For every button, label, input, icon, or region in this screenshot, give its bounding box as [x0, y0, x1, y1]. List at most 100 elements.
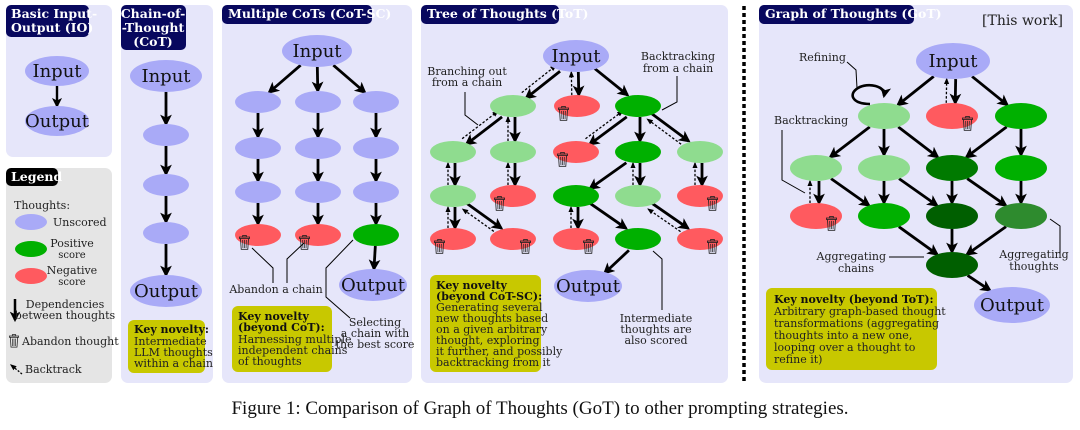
thought-node-sc-out	[339, 269, 407, 301]
cot-title-line3: (CoT)	[133, 34, 172, 49]
thought-node-t-c22	[615, 185, 661, 207]
edges-layer	[51, 64, 1027, 292]
tot-title-text: Tree of Thoughts (ToT)	[427, 6, 588, 21]
tot-input-label: Input	[551, 46, 601, 67]
dependency-edge-g-f-g-agg	[898, 225, 940, 256]
got-key-text-1: Arbitrary graph-based thought	[773, 305, 946, 318]
cotsc-key-text-2: independent chains	[238, 344, 348, 357]
tot-key-title-2: (beyond CoT-SC):	[436, 290, 542, 303]
legend-unscored-label: Unscored	[53, 216, 107, 229]
thought-node-t-a112	[490, 228, 536, 250]
thought-node-t-out	[554, 270, 622, 302]
cotsc-key-title-2: (beyond CoT):	[238, 321, 325, 334]
cotsc-title: Multiple CoTs (CoT-SC)	[222, 5, 391, 24]
dependency-edge-t-c22-t-c221	[651, 202, 691, 230]
cot-key-title: Key novelty:	[134, 323, 209, 336]
thought-node-g-agg	[926, 252, 978, 278]
dependency-edge-t-c212-t-out	[602, 249, 630, 275]
tot-key-text-3: on a given arbitrary	[436, 323, 548, 336]
legend: Legend Thoughts: Unscored Positive score…	[6, 168, 119, 376]
backtrack-edge-t-c3-t-c	[646, 118, 685, 148]
thought-node-sc-in	[282, 35, 352, 67]
abandon-chain-annotation: Abandon a chain	[228, 283, 322, 296]
thought-node-t-a1	[430, 141, 476, 163]
thought-node-sc-2-4	[353, 224, 399, 246]
thought-node-t-a111	[430, 228, 476, 250]
thought-node-t-c221	[677, 228, 723, 250]
backtrack-edge-t-a112-t-a11	[461, 208, 498, 235]
tot-key-text-5: it further, and possibly	[436, 345, 563, 358]
dependency-edge-g-a-g-d	[897, 125, 940, 159]
thought-node-sc-2-3	[353, 181, 399, 203]
legend-title-badge	[6, 168, 58, 186]
cot-title-line1: Chain-of-	[121, 6, 186, 21]
select-chain-annotation-1: Selecting	[349, 316, 401, 329]
thought-node-io-out	[25, 106, 89, 136]
io-title-line1: Basic Input-	[11, 6, 97, 21]
cot-title: Chain-of- -Thought (CoT)	[121, 5, 186, 50]
thought-node-sc-0-2	[235, 137, 281, 159]
dependency-edge-t-in-t-c	[593, 67, 630, 97]
thought-node-sc-2-2	[353, 137, 399, 159]
thought-node-g-g	[926, 203, 978, 229]
cotsc-title-text: Multiple CoTs (CoT-SC)	[228, 6, 391, 21]
thought-node-t-c212	[615, 228, 661, 250]
thought-node-g-a2	[858, 155, 910, 181]
refining-loop-arrow	[851, 83, 892, 106]
thought-node-g-b	[926, 103, 978, 129]
backtrack-edge-t-c221-t-c22	[647, 208, 685, 235]
dependency-edge-g-a-g-a1	[828, 125, 871, 159]
cotsc-input-label: Input	[292, 41, 342, 62]
got-title-text: Graph of Thoughts (GoT)	[765, 6, 942, 21]
agg-thoughts-annotation-2: thoughts	[1009, 260, 1059, 273]
cotsc-key-novelty-box: Key novelty (beyond CoT): Harnessing mul…	[232, 306, 351, 372]
thought-node-g-d	[926, 155, 978, 181]
thought-node-cot-in	[130, 60, 202, 92]
got-key-text-4: looping over a thought to	[774, 341, 916, 354]
thought-node-cot-2	[143, 174, 189, 196]
tot-key-text-4: thought, exploring	[436, 334, 540, 347]
cotsc-key-text-3: of thoughts	[238, 355, 302, 368]
dependency-edge-sc-in-sc-2-1	[332, 64, 367, 94]
thought-node-t-c3	[677, 141, 723, 163]
select-chain-annotation-2: a chain with	[341, 327, 409, 340]
legend-positive-label-2: score	[58, 250, 86, 261]
thought-node-t-c1	[553, 141, 599, 163]
thought-node-t-c211	[553, 228, 599, 250]
dependency-edge-g-c-g-d	[964, 125, 1008, 159]
legend-positive-swatch	[15, 241, 47, 257]
got-backtracking-annotation: Backtracking	[774, 114, 848, 127]
legend-negative-label-1: Negative	[47, 264, 97, 277]
dependency-edge-g-in-g-a	[895, 75, 935, 107]
thought-node-sc-2-1	[353, 91, 399, 113]
dependency-edge-sc-in-sc-0-1	[267, 64, 302, 94]
got-output-label: Output	[980, 295, 1045, 316]
backtrack-edge-t-c1-t-c	[585, 110, 624, 140]
legend-title: Legend	[11, 169, 63, 184]
dependency-edge-t-c-t-c1	[587, 115, 628, 146]
dependency-edge-g-a2-g-g	[898, 177, 939, 207]
thought-node-t-c2	[615, 141, 661, 163]
thought-node-g-a1	[790, 155, 842, 181]
tot-key-text-2: new thoughts based	[436, 312, 548, 325]
thought-node-cot-1	[143, 124, 189, 146]
tot-backtracking-annotation-2: from a chain	[643, 62, 713, 75]
tot-annotations: Branching out from a chain Backtracking …	[427, 50, 715, 347]
tot-title: Tree of Thoughts (ToT)	[421, 5, 588, 24]
this-work-label: [This work]	[982, 13, 1063, 29]
thought-node-g-c	[995, 103, 1047, 129]
thought-node-t-in	[543, 40, 609, 72]
intermediate-annotation-1: Intermediate	[620, 312, 693, 325]
legend-backtrack-label: Backtrack	[25, 363, 82, 376]
legend-thoughts-label: Thoughts:	[14, 199, 70, 212]
got-input-label: Input	[928, 51, 978, 72]
dependency-edge-g-a1-g-f	[830, 177, 871, 207]
tot-key-title-1: Key novelty	[436, 279, 508, 292]
dependency-edge-g-h-g-agg	[965, 225, 1007, 256]
thought-node-t-a21	[490, 185, 536, 207]
refining-annotation: Refining	[799, 51, 846, 64]
legend-dependency-label-1: Dependencies	[26, 298, 105, 311]
got-title: Graph of Thoughts (GoT)	[759, 5, 942, 24]
cotsc-output-label: Output	[341, 275, 406, 296]
